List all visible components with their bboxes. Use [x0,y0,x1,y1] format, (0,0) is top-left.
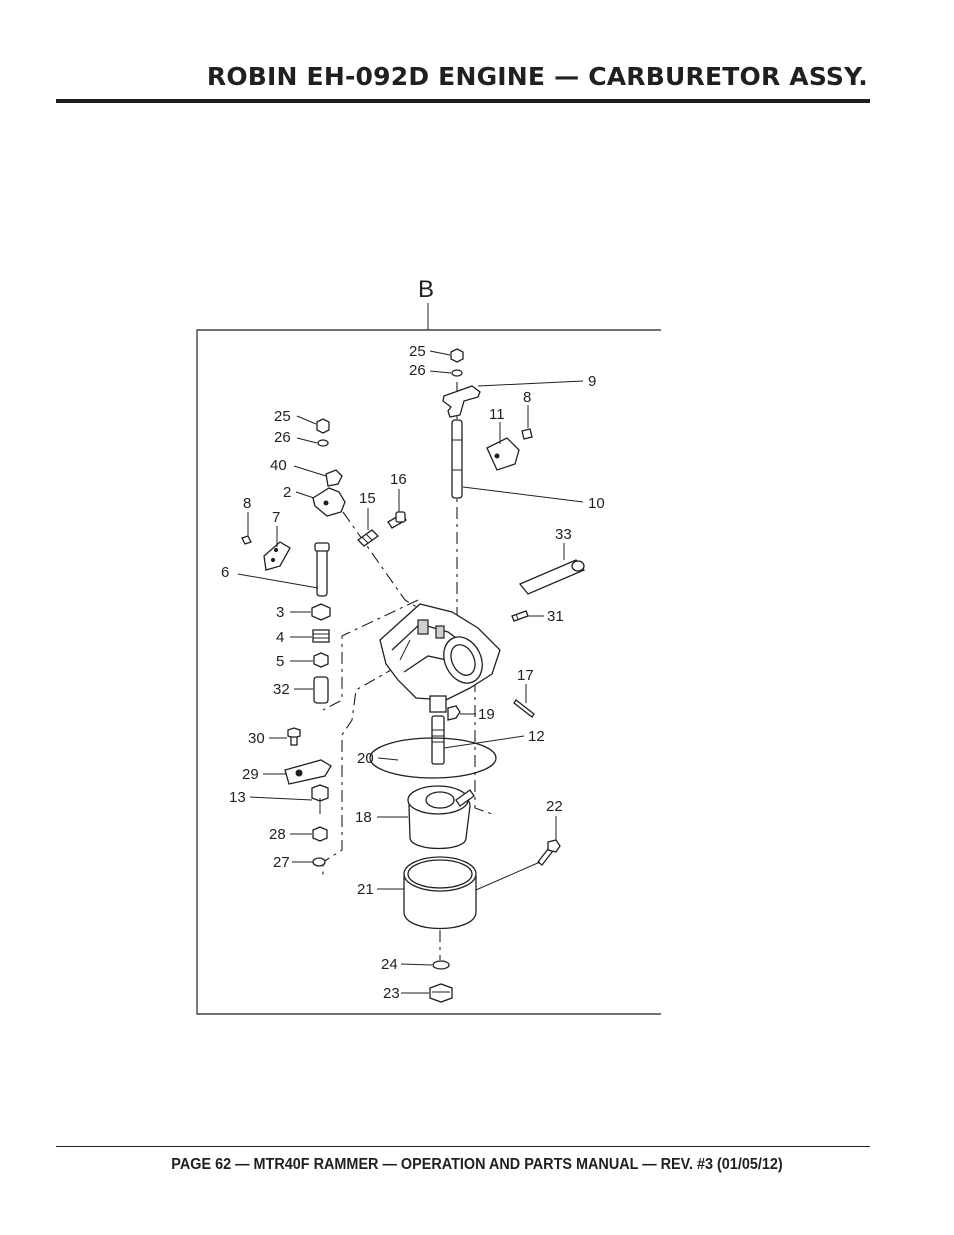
callout-9: 9 [588,373,596,390]
callout-15: 15 [359,490,376,507]
callout-6: 6 [221,564,229,581]
callout-labels: 25 26 9 8 11 10 25 26 40 2 15 16 8 7 6 3… [221,343,605,1002]
callout-8: 8 [523,389,531,406]
callout-2: 2 [283,484,291,501]
main-jet-gasket-group [369,715,497,779]
diagram-frame [196,329,661,1015]
callout-30: 30 [248,730,265,747]
choke-shaft-group [312,418,407,547]
bolt-22 [537,839,561,866]
callout-31: 31 [547,608,564,625]
throttle-shaft-group [442,348,533,499]
pilot-jet-group [311,603,331,704]
callout-18: 18 [355,809,372,826]
section-label: B [418,276,434,303]
callout-32: 32 [273,681,290,698]
callout-20: 20 [357,750,374,767]
callout-16: 16 [390,471,407,488]
callout-28: 28 [269,826,286,843]
callout-40: 40 [270,457,287,474]
choke-valve-group [241,535,330,597]
callout-19: 19 [478,706,495,723]
callout-13: 13 [229,789,246,806]
callout-8-left: 8 [243,495,251,512]
footer-rule [56,1146,870,1147]
drain-plug-group [429,960,453,1003]
callout-24: 24 [381,956,398,973]
leader-lines [237,350,584,994]
callout-33: 33 [555,526,572,543]
callout-7: 7 [272,509,280,526]
header-rule [56,99,870,103]
callout-25: 25 [409,343,426,360]
float-18 [407,785,475,850]
pin-17 [513,699,535,718]
callout-23: 23 [383,985,400,1002]
callout-4: 4 [276,629,284,646]
callout-11: 11 [489,406,505,423]
callout-5: 5 [276,653,284,670]
idle-screw-group [284,727,332,867]
callout-10: 10 [588,495,605,512]
callout-25-left: 25 [274,408,291,425]
page-title: ROBIN EH-092D ENGINE — CARBURETOR ASSY. [206,62,868,91]
page-footer: PAGE 62 — MTR40F RAMMER — OPERATION AND … [171,1156,783,1173]
callout-26: 26 [409,362,426,379]
callout-26-left: 26 [274,429,291,446]
float-bowl-21 [403,856,477,930]
callout-3: 3 [276,604,284,621]
callout-21: 21 [357,881,374,898]
callout-29: 29 [242,766,259,783]
callout-12: 12 [528,728,545,745]
callout-27: 27 [273,854,290,871]
callout-17: 17 [517,667,534,684]
carburetor-body [379,603,501,721]
callout-22: 22 [546,798,563,815]
